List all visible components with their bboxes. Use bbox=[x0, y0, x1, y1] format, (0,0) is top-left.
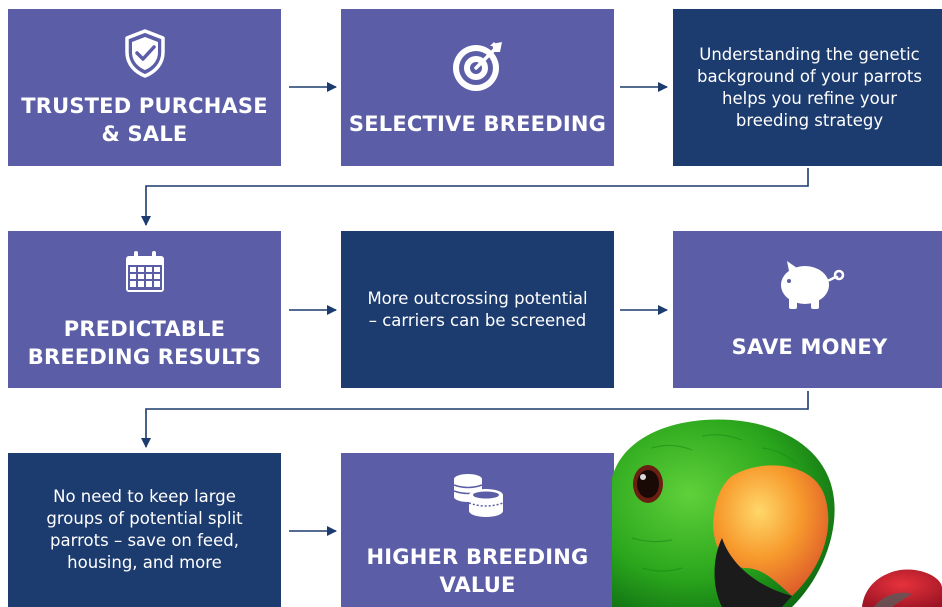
box-predictable-results: PREDICTABLE BREEDING RESULTS bbox=[8, 231, 281, 388]
box-selective-breeding: SELECTIVE BREEDING bbox=[341, 9, 614, 166]
coins-icon bbox=[453, 474, 503, 517]
genetic-text: Understanding the genetic background of … bbox=[697, 44, 922, 130]
box-outcrossing: More outcrossing potential – carriers ca… bbox=[341, 231, 614, 388]
save-money-title: SAVE MONEY bbox=[731, 334, 888, 359]
trusted-title-line1: TRUSTED PURCHASE bbox=[21, 93, 268, 118]
box-save-money: SAVE MONEY bbox=[673, 231, 942, 388]
connector-row1-to-row2 bbox=[141, 168, 809, 226]
box-no-need-large-groups: No need to keep large groups of potentia… bbox=[8, 453, 281, 607]
parrot-image bbox=[612, 419, 942, 607]
calendar-icon bbox=[125, 250, 164, 292]
higher-value-title-line2: VALUE bbox=[439, 573, 516, 597]
trusted-title-line2: & SALE bbox=[101, 121, 188, 146]
selective-title: SELECTIVE BREEDING bbox=[348, 111, 607, 136]
box-trusted-purchase: TRUSTED PURCHASE & SALE bbox=[8, 9, 281, 166]
connector-row2-to-row3 bbox=[141, 391, 809, 448]
predictable-title-line1: PREDICTABLE bbox=[63, 316, 226, 341]
no-need-text: No need to keep large groups of potentia… bbox=[46, 487, 243, 572]
predictable-title-line2: BREEDING RESULTS bbox=[27, 344, 262, 369]
box-genetic-background: Understanding the genetic background of … bbox=[673, 9, 942, 166]
target-icon bbox=[452, 41, 502, 91]
higher-value-title-line1: HIGHER BREEDING bbox=[366, 545, 589, 569]
shield-check-icon bbox=[124, 28, 165, 78]
box-higher-breeding-value: HIGHER BREEDING VALUE bbox=[341, 453, 614, 607]
outcrossing-text: More outcrossing potential – carriers ca… bbox=[367, 288, 588, 330]
piggy-bank-icon bbox=[780, 260, 844, 309]
